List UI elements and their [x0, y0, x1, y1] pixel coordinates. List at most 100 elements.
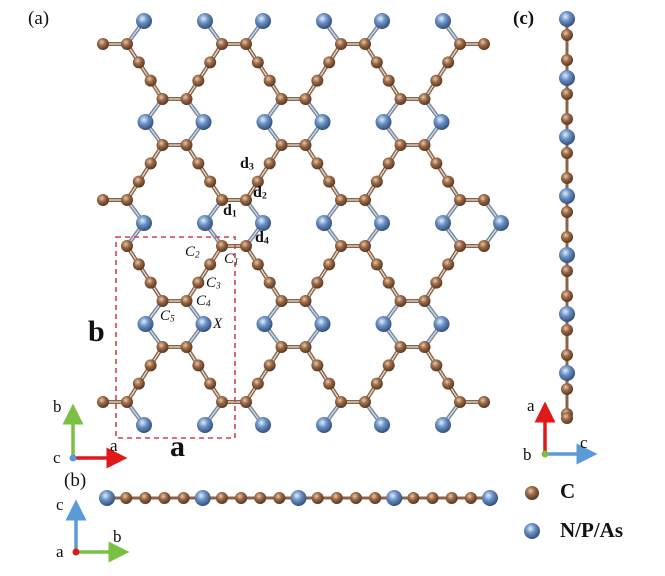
- carbon-atom: [430, 359, 443, 372]
- axes-panel-b: [65, 499, 130, 563]
- carbon-atom: [139, 492, 152, 504]
- carbon-atom: [478, 396, 490, 408]
- carbon-atom: [251, 258, 264, 271]
- carbon-atom: [275, 93, 288, 105]
- atom-label-c5: C5: [160, 308, 175, 325]
- carbon-atom: [370, 377, 383, 390]
- carbon-atom: [216, 240, 228, 252]
- bond-highlight: [364, 43, 402, 100]
- carbon-atom: [177, 492, 190, 504]
- carbon-atom: [156, 93, 169, 105]
- carbon-atom: [132, 56, 145, 69]
- bond-highlight: [304, 245, 342, 302]
- bond-highlight: [423, 43, 461, 100]
- pnictogen-atom: [137, 114, 154, 130]
- carbon-atom: [323, 175, 336, 188]
- carbon-atom: [144, 157, 157, 170]
- pnictogen-atom: [374, 13, 390, 29]
- carbon-atom: [192, 276, 205, 289]
- carbon-atom: [561, 265, 573, 277]
- carbon-atom: [394, 93, 407, 105]
- atom-label-c1: C1: [224, 251, 239, 268]
- pnictogen-atom: [314, 114, 331, 130]
- legend-carbon-label: C: [560, 479, 576, 503]
- axis-label-a: a: [110, 436, 118, 455]
- bond-highlight: [185, 43, 223, 100]
- carbon-atom: [180, 139, 193, 151]
- panel-label-b: (b): [64, 470, 87, 491]
- carbon-atom: [121, 396, 133, 408]
- carbon-atom: [561, 383, 573, 395]
- pnictogen-atom: [559, 306, 575, 322]
- carbon-atom: [370, 258, 383, 271]
- pnictogen-atom: [197, 215, 213, 231]
- atom-label-c2: C2: [185, 244, 200, 261]
- axis-label-c: c: [580, 433, 588, 452]
- carbon-atom: [97, 38, 109, 50]
- carbon-atom: [275, 295, 288, 307]
- bond-highlight: [364, 346, 402, 403]
- pnictogen-atom: [290, 490, 307, 506]
- carbon-atom: [478, 240, 490, 252]
- carbon-atom: [192, 157, 205, 170]
- carbon-atom: [418, 341, 431, 353]
- carbon-atom: [370, 56, 383, 69]
- carbon-atom: [394, 341, 407, 353]
- axis-label-c: c: [53, 448, 61, 467]
- pnictogen-atom: [559, 129, 575, 145]
- carbon-atom: [561, 206, 573, 218]
- carbon-atom: [407, 492, 420, 504]
- pnictogen-atom: [99, 490, 115, 506]
- carbon-atom: [156, 139, 169, 151]
- carbon-atom: [254, 492, 267, 504]
- carbon-atom: [561, 231, 573, 243]
- carbon-atom: [216, 396, 228, 408]
- pnictogen-atom: [482, 490, 498, 506]
- bond-label-d3: d3: [240, 155, 254, 173]
- carbon-atom: [330, 492, 343, 504]
- carbon-atom: [394, 139, 407, 151]
- carbon-atom: [478, 38, 490, 50]
- carbon-atom: [335, 38, 347, 50]
- carbon-atom: [299, 295, 312, 307]
- axis-b-dot: [541, 450, 549, 458]
- axis-label-a: a: [527, 396, 535, 415]
- pnictogen-atom: [316, 215, 332, 231]
- pnictogen-atom: [197, 417, 213, 433]
- carbon-atom: [323, 258, 336, 271]
- pnictogen-atom: [136, 215, 152, 231]
- carbon-atom: [311, 276, 324, 289]
- carbon-atom: [240, 194, 252, 206]
- carbon-atom: [132, 175, 145, 188]
- pnictogen-atom: [374, 417, 390, 433]
- carbon-atom: [454, 194, 466, 206]
- pnictogen-atom: [316, 417, 332, 433]
- carbon-atom: [275, 139, 288, 151]
- bond-highlight: [126, 245, 164, 302]
- carbon-atom: [215, 492, 228, 504]
- pnictogen-atom: [137, 316, 154, 332]
- bond-highlight: [185, 245, 223, 302]
- carbon-atom: [299, 341, 312, 353]
- carbon-atom: [382, 74, 395, 87]
- carbon-atom: [359, 240, 371, 252]
- carbon-atom: [323, 377, 336, 390]
- carbon-atom: [418, 139, 431, 151]
- carbon-atom: [251, 56, 264, 69]
- carbon-atom: [382, 359, 395, 372]
- carbon-atom: [251, 175, 264, 188]
- pnictogen-atom: [435, 417, 451, 433]
- pnictogen-atom: [255, 417, 271, 433]
- bond-label-d1: d1: [223, 202, 237, 220]
- carbon-atom: [359, 396, 371, 408]
- pnictogen-atom: [374, 215, 390, 231]
- carbon-atom: [430, 276, 443, 289]
- pnictogen-atom: [195, 114, 212, 130]
- carbon-atom: [359, 38, 371, 50]
- carbon-atom: [311, 359, 324, 372]
- axis-label-b: b: [523, 445, 532, 464]
- pnictogen-atom: [559, 188, 575, 204]
- cell-label-b: b: [88, 315, 105, 348]
- carbon-atom: [275, 341, 288, 353]
